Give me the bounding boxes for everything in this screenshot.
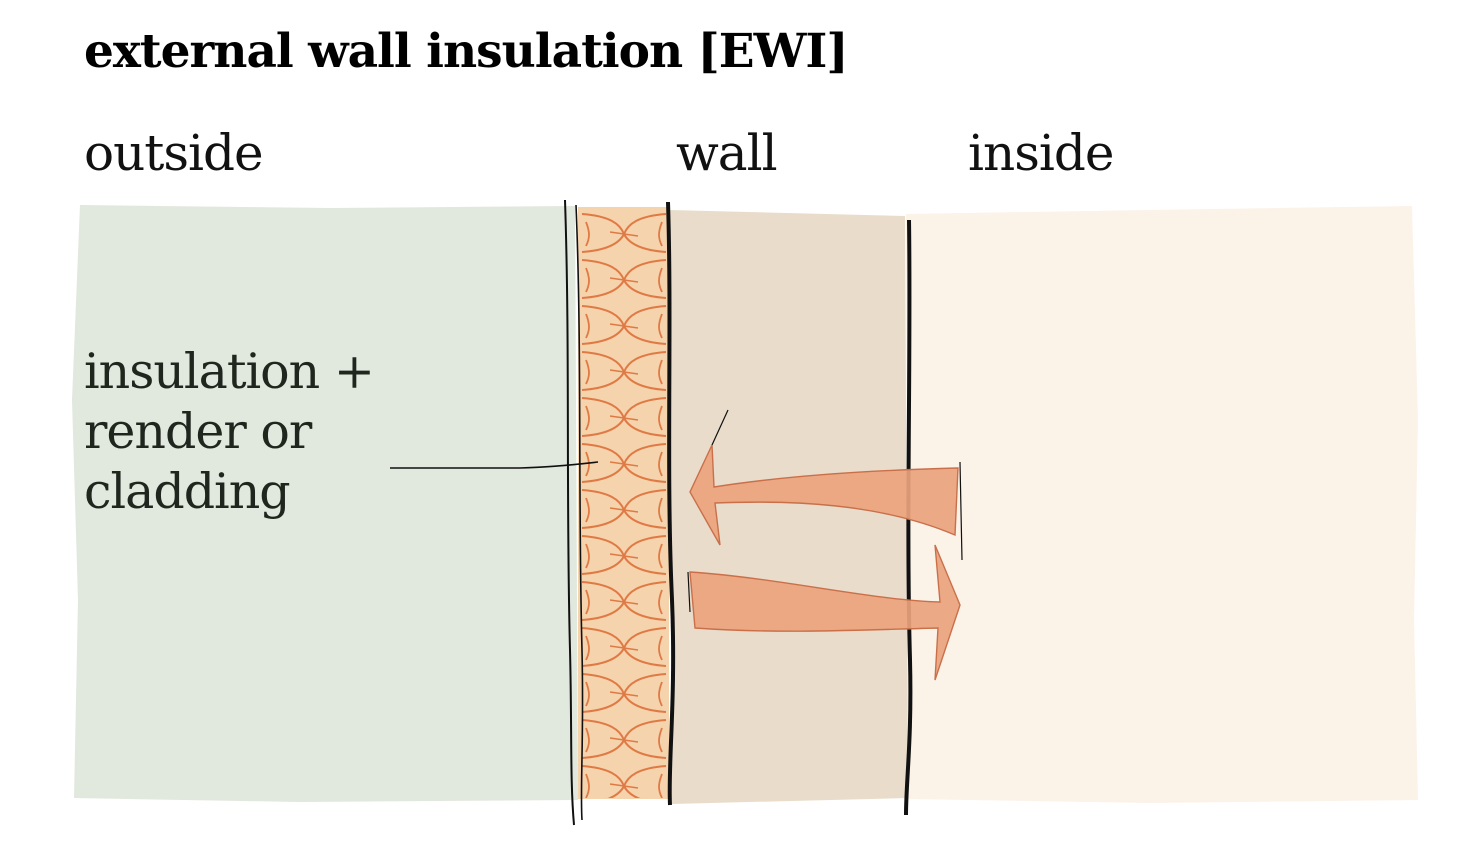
- outside-zone: [72, 205, 578, 802]
- annotation-line-2: render or: [84, 403, 312, 460]
- wall-outer-face-line: [666, 201, 676, 806]
- render-line-outer: [564, 199, 575, 826]
- outside-label: outside: [84, 124, 264, 182]
- page-title: external wall insulation [EWI]: [84, 24, 849, 79]
- wall-inner-face-line: [904, 219, 913, 816]
- render-line-inner: [575, 204, 584, 821]
- inside-zone: [906, 206, 1418, 803]
- inside-label: inside: [968, 124, 1114, 182]
- insulation-annotation: insulation + render or cladding: [84, 342, 375, 522]
- wall-zone: [670, 210, 908, 804]
- wall-label: wall: [676, 124, 778, 182]
- annotation-line-1: insulation +: [84, 343, 375, 400]
- heat-arrow-inward: [689, 544, 961, 681]
- insulation-pattern: [580, 210, 667, 798]
- annotation-line-3: cladding: [84, 463, 291, 520]
- annotation-leader-line: [390, 461, 599, 469]
- heat-arrow-outward: [689, 444, 959, 546]
